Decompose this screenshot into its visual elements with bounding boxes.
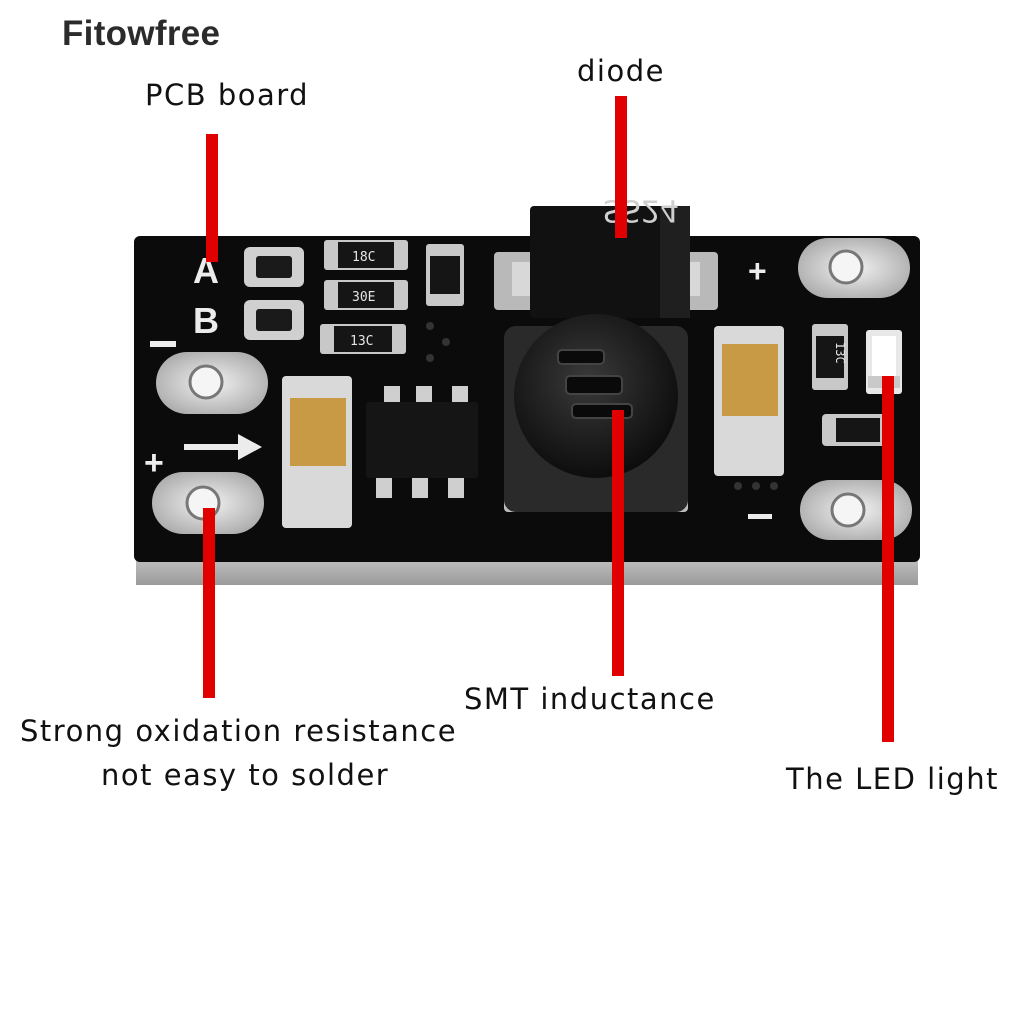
capacitor-left: [282, 376, 352, 528]
label-led-light: The LED light: [786, 762, 999, 796]
svg-text:13C: 13C: [833, 342, 847, 364]
silkscreen-plus-left: +: [144, 444, 164, 482]
label-diode: diode: [577, 54, 665, 88]
label-oxidation-line2: not easy to solder: [101, 758, 390, 792]
silkscreen-minus-left: [150, 341, 176, 347]
silkscreen-minus-right: [748, 514, 772, 519]
resistor-13c: 13C: [320, 324, 406, 354]
silkscreen-b: B: [193, 300, 219, 341]
label-pcb-board: PCB board: [145, 78, 310, 112]
resistor-right-small: [822, 414, 894, 446]
pointer-led: [882, 376, 894, 742]
pointer-pcb-board: [206, 134, 218, 262]
ic-chip: [366, 386, 478, 498]
svg-text:13C: 13C: [350, 334, 373, 349]
capacitor-right: [714, 326, 784, 476]
svg-text:18C: 18C: [352, 250, 375, 265]
smt-inductor: [504, 314, 688, 512]
pointer-inductor: [612, 410, 624, 676]
mounting-pad-left-top: [156, 352, 268, 414]
silkscreen-arrow: [184, 434, 262, 460]
pointer-diode: [615, 96, 627, 238]
resistor-right-13c: 13C: [812, 324, 848, 390]
mounting-pad-right-bottom: [800, 480, 912, 540]
resistor-vertical: [426, 244, 464, 306]
vias: [426, 322, 778, 490]
resistor-18c: 18C: [324, 240, 408, 270]
resistor-30e: 30E: [324, 280, 408, 310]
svg-text:30E: 30E: [352, 290, 375, 305]
pointer-pad: [203, 508, 215, 698]
mounting-pad-right-top: [798, 238, 910, 298]
label-oxidation-line1: Strong oxidation resistance: [20, 714, 458, 748]
silkscreen-plus-right: +: [748, 253, 767, 289]
label-smt-inductance: SMT inductance: [464, 682, 716, 716]
diode-ss24: SS24: [494, 192, 718, 318]
brand-logo: Fitowfree: [62, 14, 221, 53]
